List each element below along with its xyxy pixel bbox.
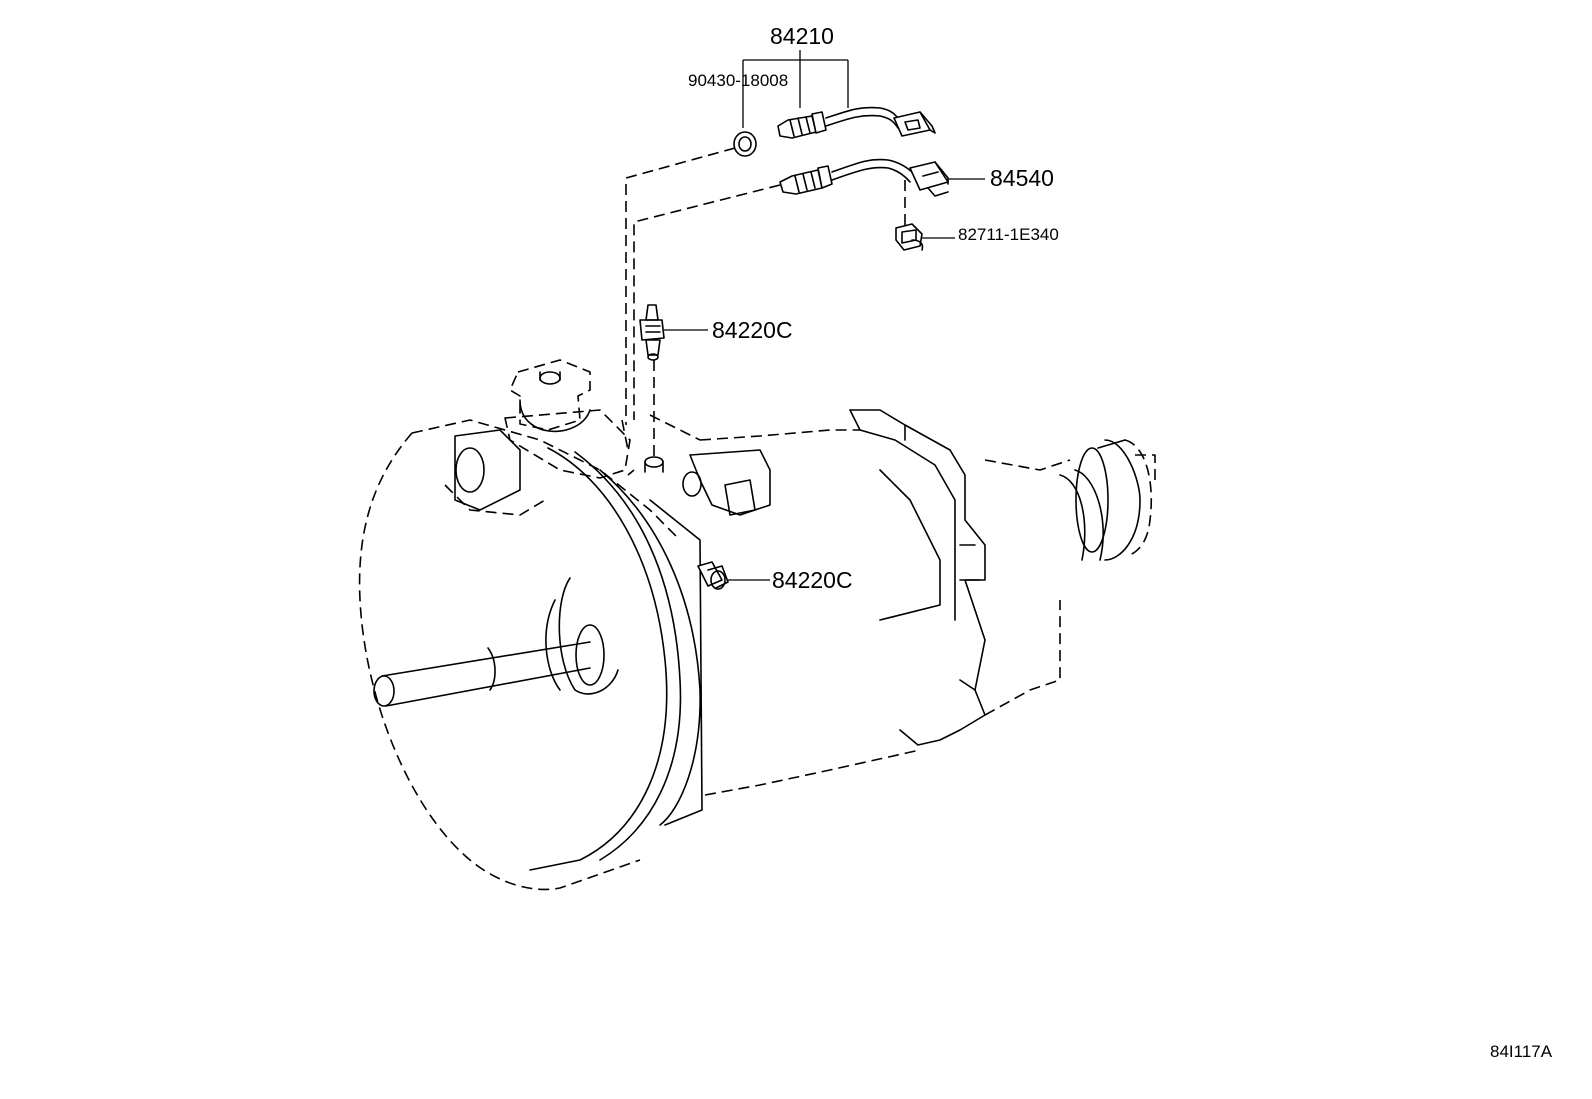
label-90430-18008: 90430-18008 — [688, 71, 788, 90]
leader-lines — [621, 50, 985, 581]
label-84220c-side: 84220C — [772, 567, 853, 593]
extension-housing — [984, 439, 1156, 716]
figure-code: 84I117A — [1490, 1042, 1553, 1061]
shift-tower — [444, 359, 631, 516]
label-84210: 84210 — [770, 23, 834, 49]
switch-84220c-side — [697, 561, 729, 590]
clamp-82711 — [895, 223, 924, 251]
label-84220c-top: 84220C — [712, 317, 793, 343]
o-ring-90430 — [733, 131, 757, 157]
speed-sensor-84210 — [777, 106, 936, 139]
main-case — [649, 409, 986, 796]
bell-housing — [358, 419, 703, 891]
label-82711-1e340: 82711-1E340 — [958, 225, 1059, 244]
transmission-assembly — [358, 359, 1156, 891]
input-shaft — [373, 577, 619, 707]
switch-84220c-top — [639, 304, 665, 361]
speed-sensor-84540 — [779, 158, 949, 197]
label-84540: 84540 — [990, 165, 1054, 191]
